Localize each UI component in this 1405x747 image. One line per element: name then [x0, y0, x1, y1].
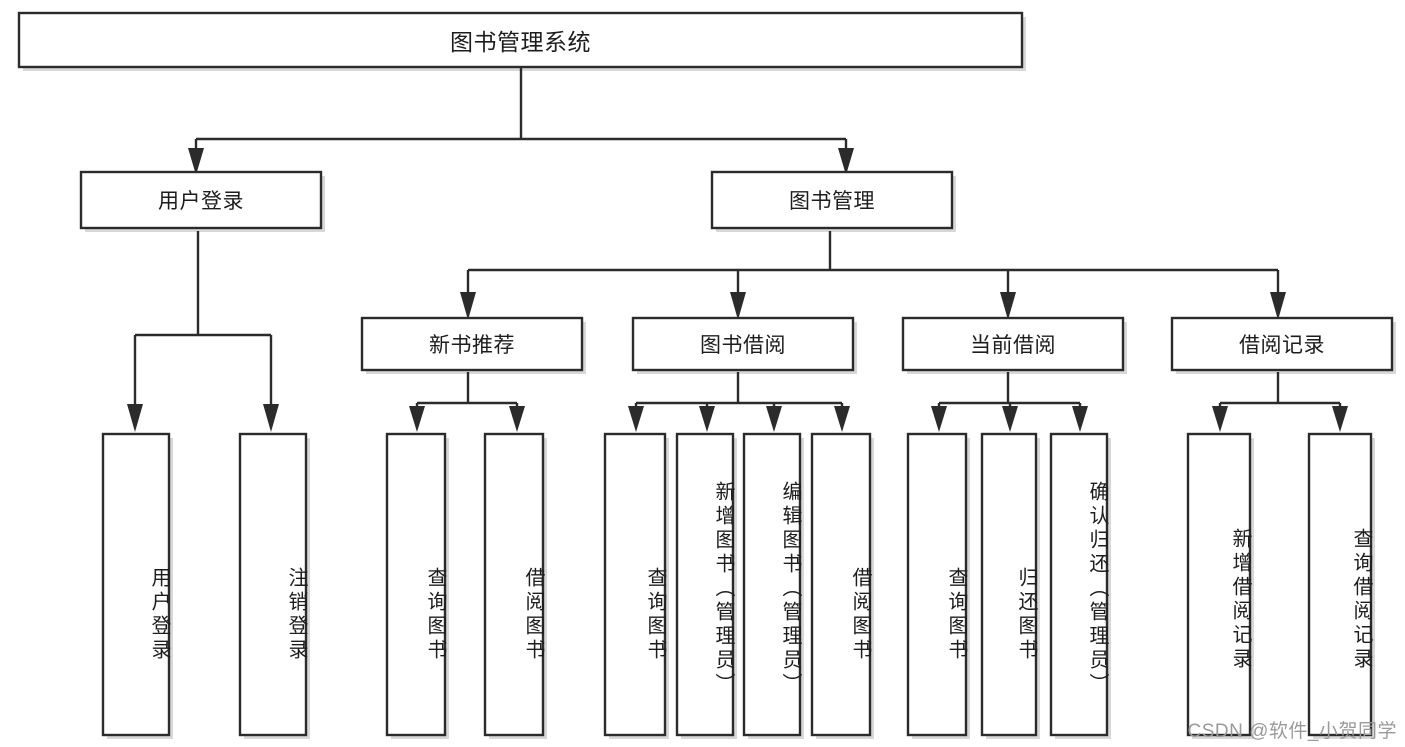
leaf-query-book-1-box[interactable]: [385, 432, 447, 737]
leaf-query-book-2-box[interactable]: [603, 432, 667, 737]
node-user-login-box[interactable]: [79, 170, 323, 230]
leaf-query-book-3-box[interactable]: [906, 432, 968, 737]
leaf-add-book-box[interactable]: [675, 432, 735, 737]
leaf-logout-login-box[interactable]: [238, 432, 308, 737]
leaf-return-book-box[interactable]: [980, 432, 1038, 737]
connector-userlogin-to-leaves: [127, 231, 279, 432]
leaf-query-record-box[interactable]: [1307, 432, 1373, 737]
connector-newbook-to-leaves: [409, 372, 525, 432]
connector-bookmanage-to-level2: [460, 231, 1286, 320]
leaf-borrow-book-2-box[interactable]: [810, 432, 872, 737]
node-current-borrow-box[interactable]: [901, 316, 1125, 372]
connector-root-to-level1: [188, 67, 854, 175]
connector-currentborrow-to-leaves: [931, 372, 1088, 432]
leaf-confirm-return-box[interactable]: [1049, 432, 1109, 737]
leaf-user-login-box[interactable]: [101, 432, 171, 737]
node-new-book-recommend-box[interactable]: [360, 316, 584, 372]
leaf-add-record-box[interactable]: [1186, 432, 1252, 737]
connector-bookborrow-to-leaves: [628, 372, 850, 432]
connector-borrowrecord-to-leaves: [1212, 372, 1348, 432]
leaf-borrow-book-1-box[interactable]: [483, 432, 545, 737]
node-book-manage-box[interactable]: [710, 170, 954, 230]
node-book-borrow-box[interactable]: [631, 316, 855, 372]
leaf-edit-book-box[interactable]: [742, 432, 802, 737]
node-root-box[interactable]: [17, 11, 1024, 69]
node-borrow-record-box[interactable]: [1170, 316, 1394, 372]
